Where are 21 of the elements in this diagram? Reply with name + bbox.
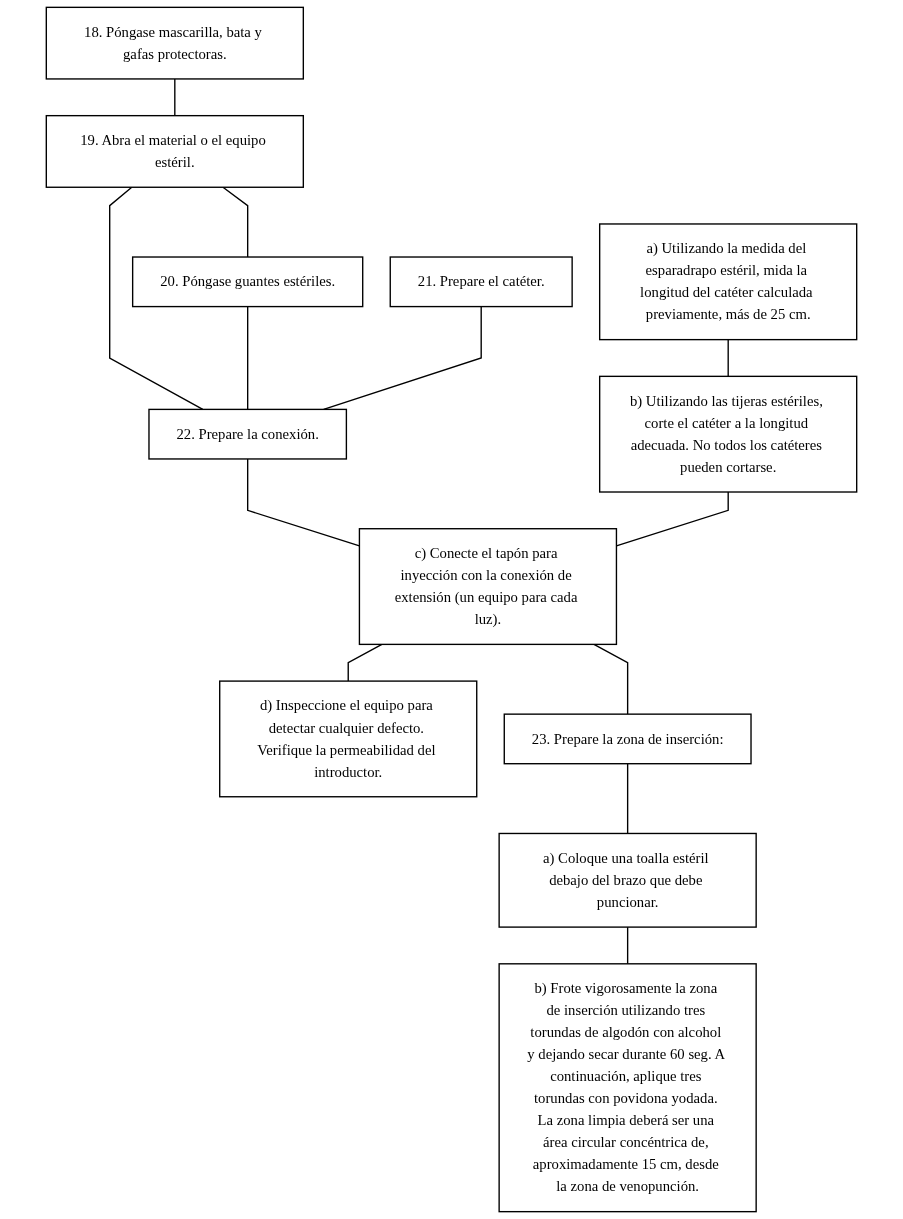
node-box: a) Utilizando la medida del esparadrapo estéril, mida la longitud del catéter calculada previamente, más de 25 cm. [599,223,858,341]
node-box: 21. Prepare el catéter. [389,256,573,308]
connector [247,305,249,411]
node-box: b) Utilizando las tijeras estériles, corte el catéter a la longitud adecuada. No todos los catéteres pueden cortarse. [599,375,858,493]
node-box: 20. Póngase guantes estériles. [131,256,364,308]
connector [626,926,629,965]
node-box: 19. Abra el material o el equipo estéril. [45,114,304,188]
node-box: d) Inspeccione el equipo para detectar cualquier defecto. Verifique la permeabilidad del introductor. [219,680,478,798]
connector [174,78,176,117]
node-box: 23. Prepare la zona de inserción: [503,713,752,765]
node-box: 18. Póngase mascarilla, bata y gafas protectoras. [45,6,304,80]
node-box: 22. Prepare la conexión. [148,408,348,460]
connector [727,338,729,378]
connector [626,763,629,835]
connector [109,186,204,411]
connector [222,186,249,258]
connector [347,643,383,682]
node-box: c) Conecte el tapón para inyección con la conexión de extensión (un equipo para cada luz). [358,528,618,646]
node-box: a) Coloque una toalla estéril debajo del brazo que debe puncionar. [498,832,757,928]
node-box: b) Frote vigorosamente la zona de inserción utilizando tres torundas de algodón con alcohol y dejando secar durante 60 seg. A continuación, aplique tres torundas con povidona yodada. La zona limpia deberá ser una área circular concéntrica de, aproximadamente 15 cm, desde la zona de venopunción. [498,963,757,1213]
connector [593,643,629,715]
